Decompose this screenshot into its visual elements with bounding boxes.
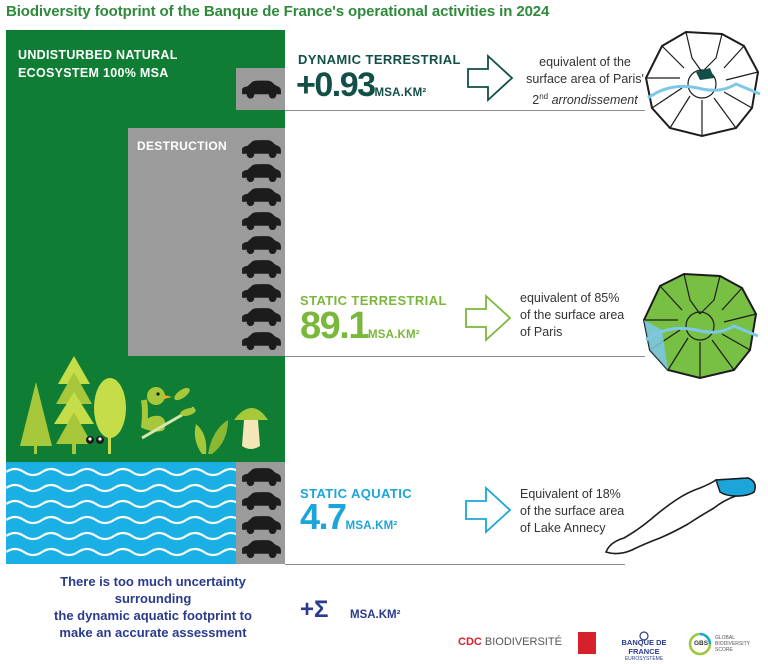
lake-highlight: [715, 477, 756, 497]
static-terrestrial-description: equivalent of 85% of the surface area of…: [520, 291, 625, 339]
car-icon: [242, 492, 281, 511]
mushroom-icon: [234, 408, 268, 449]
sigma-unit: MSA.KM²: [350, 609, 401, 621]
nature-illustration: [20, 356, 268, 454]
arrow-icon: [467, 53, 514, 103]
dynamic-terrestrial-description: equivalent of the surface area of Paris'…: [526, 55, 644, 108]
tree-icon: [20, 382, 52, 454]
undisturbed-label: UNDISTURBED NATURAL ECOSYSTEM 100% MSA: [18, 48, 178, 80]
page-title: Biodiversity footprint of the Banque de …: [6, 3, 550, 20]
car-icon: [242, 308, 281, 327]
divider-line: [285, 564, 625, 565]
divider-line: [285, 110, 645, 111]
car-icon: [242, 188, 281, 207]
gbs-logo: GBS GLOBAL BIODIVERSITY SCORE: [688, 632, 764, 656]
car-icon: [242, 236, 281, 255]
cdc-emblem-icon: [578, 632, 596, 654]
dynamic-terrestrial-label: DYNAMIC TERRESTRIAL: [298, 52, 461, 67]
car-icon: [242, 332, 281, 351]
divider-line: [285, 356, 645, 357]
dynamic-terrestrial-value: +0.93MSA.KM²: [296, 66, 427, 104]
uncertainty-note: There is too much uncertainty surroundin…: [54, 574, 252, 640]
banque-de-france-logo: BANQUE DE FRANCE EUROSYSTÈME: [606, 628, 682, 662]
waves-icon: [5, 467, 241, 557]
car-icon: [242, 468, 281, 487]
car-icon: [242, 284, 281, 303]
car-icon: [242, 140, 281, 159]
frog-icon: [86, 436, 104, 444]
car-icon: [242, 516, 281, 535]
water-block: [5, 462, 241, 564]
tree-icon: [94, 378, 126, 454]
car-icon: [242, 212, 281, 231]
static-terrestrial-value: 89.1MSA.KM²: [300, 305, 420, 347]
lake-annecy-map-icon: [604, 477, 756, 555]
gbs-emblem-icon: [688, 632, 712, 656]
cdc-biodiversite-logo: CDC BIODIVERSITÉ: [458, 636, 562, 648]
paris-map-icon: [642, 272, 759, 380]
car-icon: [242, 80, 281, 99]
second-arrondissement-highlight: [696, 68, 714, 80]
paris-arrondissement-map-icon: [644, 30, 761, 138]
car-icon: [242, 260, 281, 279]
bird-icon: [141, 387, 196, 440]
car-icon: [242, 540, 281, 559]
destruction-label: DESTRUCTION: [137, 139, 227, 153]
static-aquatic-value: 4.7MSA.KM²: [300, 496, 398, 537]
bdf-emblem-icon: [606, 628, 682, 641]
static-aquatic-label: STATIC AQUATIC: [300, 486, 412, 501]
plant-icon: [194, 420, 228, 454]
sigma-symbol: +Σ: [300, 596, 329, 623]
static-terrestrial-label: STATIC TERRESTRIAL: [300, 293, 447, 308]
arrow-icon: [465, 485, 512, 535]
car-icon: [242, 164, 281, 183]
arrow-icon: [465, 293, 512, 343]
pine-tree-icon: [54, 356, 94, 454]
static-aquatic-description: Equivalent of 18% of the surface area of…: [520, 487, 625, 535]
